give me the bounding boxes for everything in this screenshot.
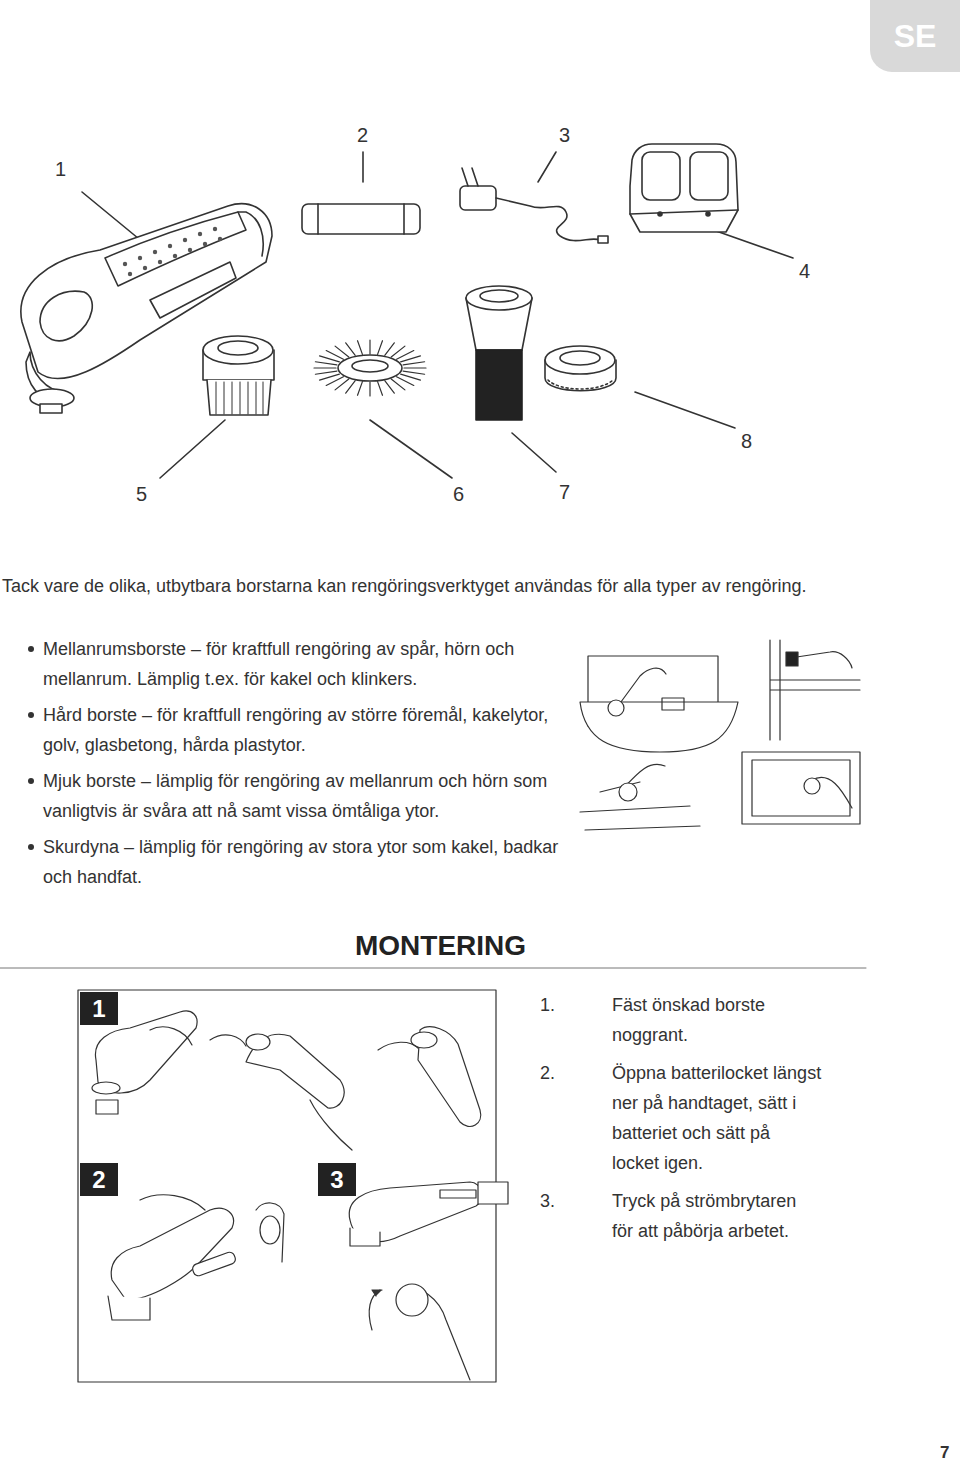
bullet-dot [28,844,34,850]
step-number: 2 [80,1163,118,1196]
bullet-text: Mjuk borste – lämplig för rengöring av m… [43,766,571,826]
assembly-step-3 [349,1182,508,1380]
callout-number: 1 [55,158,66,181]
heading-rule [0,968,866,969]
callout-number: 3 [559,124,570,147]
bullet-dot [28,712,34,718]
step-text: Tryck på strömbrytaren för att påbörja a… [612,1186,822,1246]
step-number: 1 [80,992,118,1025]
radial-brush [314,340,426,396]
node-text: 3 [330,1166,343,1194]
step-number: 2. [540,1058,612,1178]
intro-text: Tack vare de olika, utbytbara borstarna … [2,576,952,597]
step-number: 3 [318,1163,356,1196]
node-text: 1 [92,995,105,1023]
power-adapter [460,168,608,243]
usage-sketches [580,640,860,830]
bullet-text: Skurdyna – lämplig för rengöring av stor… [43,832,571,892]
step-text: Fäst önskad borste noggrant. [612,990,822,1050]
panel-frame [78,990,496,1382]
callout-number: 7 [559,481,570,504]
step-number: 1. [540,990,612,1050]
assembly-step-1 [92,1011,481,1150]
scrub-pad [545,346,616,391]
bullet-dot [28,646,34,652]
hard-brush [203,336,274,415]
callout-number: 6 [453,483,464,506]
page-number: 7 [940,1443,949,1463]
step-list: 1.Fäst önskad borste noggrant.2.Öppna ba… [540,990,822,1246]
callout-number: 4 [799,260,810,283]
bullet-text: Mellanrumsborste – för kraftfull rengöri… [43,634,571,694]
bullet-text: Hård borste – för kraftfull rengöring av… [43,700,571,760]
charging-base [630,144,738,232]
assembly-step-2 [108,1195,284,1320]
step-text: Öppna batterilocket längst ner på handta… [612,1058,822,1178]
callout-number: 8 [741,430,752,453]
language-tab: SE [870,0,960,72]
bullet-dot [28,778,34,784]
step-number: 3. [540,1186,612,1246]
bullet-list: Mellanrumsborste – för kraftfull rengöri… [43,634,571,892]
battery [302,204,420,234]
callout-number: 2 [357,124,368,147]
node-text: 2 [92,1166,105,1194]
slot-brush [466,286,532,420]
section-heading: MONTERING [355,930,526,962]
callout-number: 5 [136,483,147,506]
node-text: SE [894,18,937,55]
